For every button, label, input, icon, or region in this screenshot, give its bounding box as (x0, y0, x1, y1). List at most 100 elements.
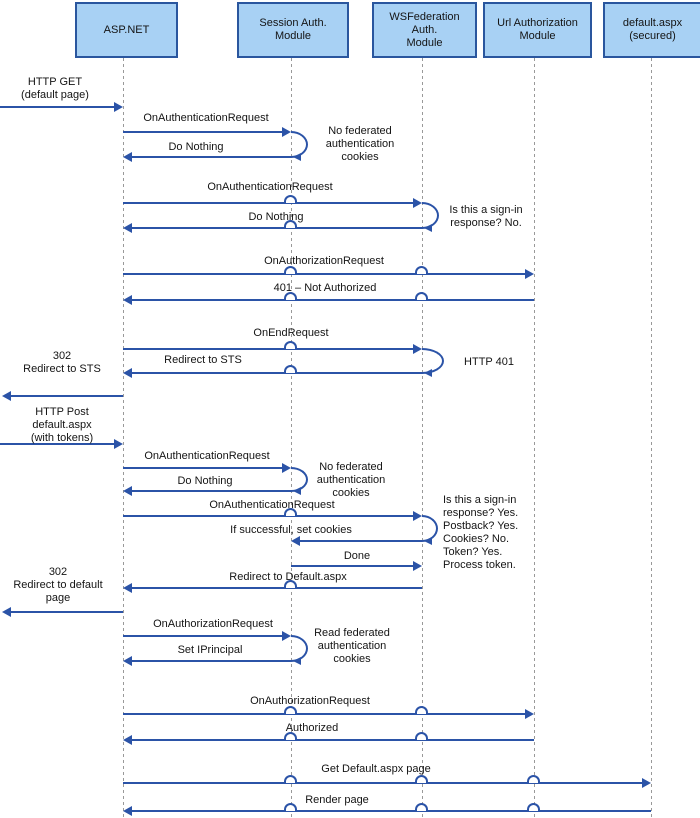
message-label: OnAuthenticationRequest (143, 112, 269, 124)
arrowhead-right-icon (642, 778, 651, 788)
message-label: Done (343, 550, 371, 562)
annotation-note-line: Is this a sign-in (443, 494, 517, 506)
message-line (131, 587, 422, 589)
message-line (123, 635, 283, 637)
arrowhead-left-icon (123, 223, 132, 233)
lifeline-hop (284, 266, 297, 274)
message-label: Do Nothing (168, 141, 224, 153)
message-label: 401 – Not Authorized (273, 282, 377, 294)
arrowhead-right-icon (525, 709, 534, 719)
annotation-note-line: authentication (317, 640, 387, 652)
lifeline-hop (284, 775, 297, 783)
arrowhead-left-icon (123, 806, 132, 816)
arrowhead-left-icon (123, 583, 132, 593)
external-label-line: HTTP GET (27, 76, 83, 88)
annotation-note: HTTP 401 (464, 356, 514, 369)
lifeline-hop (284, 508, 297, 516)
actor-label: (secured) (629, 30, 676, 42)
lifeline-hop (415, 775, 428, 783)
message-label: Authorized (285, 722, 339, 734)
lifeline-hop (284, 341, 297, 349)
external-arrow-line (0, 443, 115, 445)
annotation-note-line: Postback? Yes. (443, 520, 519, 532)
message-line (131, 739, 534, 741)
external-label-line: default.aspx (32, 419, 92, 431)
message-label: OnEndRequest (253, 327, 329, 339)
lifeline-hop (415, 803, 428, 811)
arrowhead-left-icon (123, 656, 132, 666)
actor-label: WSFederation (389, 10, 460, 23)
external-label-line: Redirect to default (13, 579, 103, 591)
lifeline-hop (415, 732, 428, 740)
external-label-line: (default page) (21, 89, 89, 101)
actor-label: ASP.NET (103, 23, 150, 36)
lifeline-hop (284, 580, 297, 588)
message-label: Redirect to STS (164, 354, 242, 366)
message-label: OnAuthenticationRequest (209, 499, 335, 511)
lifeline-hop (284, 732, 297, 740)
lifeline-hop (284, 195, 297, 203)
message-label: OnAuthenticationRequest (144, 450, 270, 462)
message-label: Get Default.aspx page (321, 763, 431, 775)
message-label: Do Nothing (248, 211, 304, 223)
message-label: If successful, set cookies (230, 524, 352, 536)
message-line (131, 299, 534, 301)
lifeline-session-auth-module (291, 58, 292, 818)
annotation-note-line: response? Yes. (443, 507, 519, 519)
annotation-note-line: Is this a sign-in (449, 204, 523, 216)
arrowhead-right-icon (413, 561, 422, 571)
annotation-note-line: cookies (341, 151, 379, 163)
lifeline-url-authorization-module (534, 58, 535, 818)
annotation-note-line: authentication (316, 474, 386, 486)
arrowhead-right-icon (114, 439, 123, 449)
lifeline-hop (527, 775, 540, 783)
message-line (123, 202, 414, 204)
external-label-line: 302 (48, 566, 68, 578)
arrowhead-right-icon (282, 463, 291, 473)
lifeline-aspnet (123, 58, 124, 818)
message-line (131, 156, 291, 158)
arrowhead-left-icon (123, 486, 132, 496)
annotation-note-line: response? No. (450, 217, 522, 229)
arrowhead-left-icon (424, 224, 432, 232)
message-label: OnAuthenticationRequest (207, 181, 333, 193)
lifeline-hop (415, 706, 428, 714)
message-line (131, 490, 291, 492)
message-line (299, 540, 422, 542)
actor-box-aspnet: ASP.NET (75, 2, 178, 58)
actor-box-session-auth-module: Session Auth.Module (237, 2, 349, 58)
annotation-note-line: Read federated (314, 627, 390, 639)
actor-label: Module (274, 30, 312, 42)
external-arrow-line (10, 395, 123, 397)
arrowhead-left-icon (123, 295, 132, 305)
arrowhead-right-icon (525, 269, 534, 279)
arrowhead-left-icon (293, 487, 301, 495)
arrowhead-right-icon (282, 127, 291, 137)
arrowhead-left-icon (123, 735, 132, 745)
lifeline-hop (415, 292, 428, 300)
annotation-note-line: Process token. (443, 559, 516, 571)
message-line (291, 565, 414, 567)
message-line (131, 227, 422, 229)
annotation-note-line: cookies (332, 487, 370, 499)
annotation-note-line: Token? Yes. (443, 546, 503, 558)
actor-label: Session Auth. (259, 17, 327, 29)
message-line (123, 713, 526, 715)
arrowhead-left-icon (2, 391, 11, 401)
message-label: Render page (305, 794, 369, 806)
actor-label: Url Authorization (497, 17, 578, 29)
lifeline-wsfederation-auth-module (422, 58, 423, 818)
annotation-note-line: No federated (319, 461, 383, 473)
external-label-line: (with tokens) (30, 432, 94, 444)
arrowhead-left-icon (293, 153, 301, 161)
arrowhead-left-icon (291, 536, 300, 546)
annotation-note-line: No federated (328, 125, 392, 137)
external-label-line: page (45, 592, 71, 604)
